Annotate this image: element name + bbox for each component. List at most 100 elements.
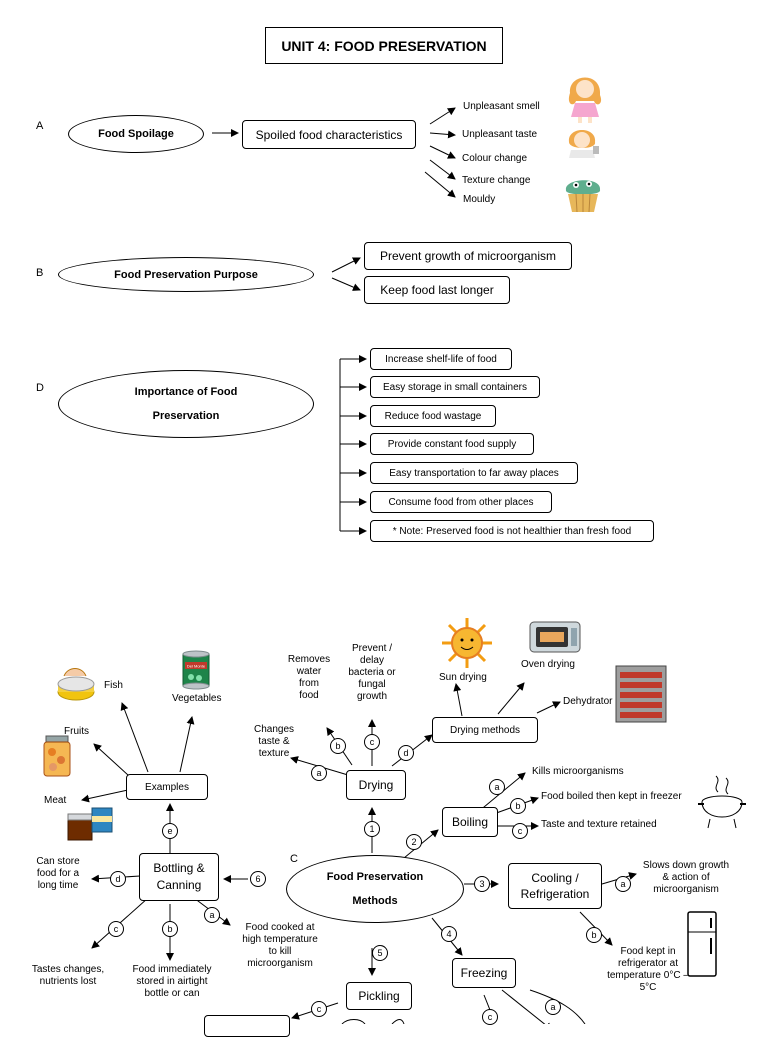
purpose-box: Keep food last longer bbox=[364, 276, 510, 304]
number-marker: 6 bbox=[250, 871, 266, 887]
letter-marker: a bbox=[489, 779, 505, 795]
letter-marker: b bbox=[330, 738, 346, 754]
girl-taste-illustration bbox=[568, 130, 599, 158]
boiling-label: Boiling bbox=[451, 815, 489, 829]
freezing-label: Freezing bbox=[460, 966, 508, 980]
sun-icon bbox=[442, 618, 492, 668]
pickling-label: Pickling bbox=[358, 989, 400, 1003]
dehydrator-label: Dehydrator bbox=[563, 696, 613, 707]
importance-box: Easy transportation to far away places bbox=[370, 462, 578, 484]
text-line: stored in airtight bbox=[136, 976, 208, 987]
examples-box: Examples bbox=[126, 774, 208, 800]
section-c-letter: C bbox=[290, 853, 298, 865]
letter-marker: c bbox=[108, 921, 124, 937]
page-title-text: UNIT 4: FOOD PRESERVATION bbox=[281, 37, 487, 54]
text-line: Food kept in bbox=[620, 946, 676, 957]
text-line: food bbox=[299, 690, 319, 701]
fish-label: Fish bbox=[104, 680, 123, 691]
drying-b-text: Removes water from food bbox=[283, 654, 335, 702]
boiling-box: Boiling bbox=[442, 807, 498, 837]
letter-marker: a bbox=[204, 907, 220, 923]
letter-marker: a bbox=[311, 765, 327, 781]
importance-box: Consume food from other places bbox=[370, 491, 552, 513]
bottling-line2: Canning bbox=[156, 878, 202, 892]
text-line: Food immediately bbox=[132, 964, 212, 975]
text-line: growth bbox=[356, 691, 387, 702]
importance-label-line1: Importance of Food bbox=[134, 386, 238, 398]
drying-methods-box: Drying methods bbox=[432, 717, 538, 743]
food-spoilage-label: Food Spoilage bbox=[98, 128, 174, 140]
letter-marker: d bbox=[110, 871, 126, 887]
refrigerator-icon bbox=[687, 911, 717, 977]
letter-marker: d bbox=[398, 745, 414, 761]
meat-label: Meat bbox=[44, 795, 67, 806]
examples-label: Examples bbox=[145, 781, 189, 793]
letter-marker: c bbox=[311, 1001, 327, 1017]
cooling-box: Cooling / Refrigeration bbox=[508, 863, 602, 909]
pickling-box: Pickling bbox=[346, 982, 412, 1010]
text-line: water bbox=[296, 666, 322, 677]
text-line: refrigerator at bbox=[617, 958, 679, 969]
importance-box: * Note: Preserved food is not healthier … bbox=[370, 520, 654, 542]
letter-marker: b bbox=[510, 798, 526, 814]
spoiled-food-characteristics-label: Spoiled food characteristics bbox=[255, 127, 403, 142]
bottling-a-text: Food cooked at high temperature to kill … bbox=[232, 922, 328, 970]
importance-label: Easy storage in small containers bbox=[383, 381, 527, 393]
bottling-line1: Bottling & bbox=[153, 861, 205, 875]
spoilage-item: Unpleasant taste bbox=[462, 129, 538, 140]
text-line: Prevent / bbox=[351, 643, 393, 654]
drying-box: Drying bbox=[346, 770, 406, 800]
importance-label: Consume food from other places bbox=[388, 496, 534, 508]
number-marker: 4 bbox=[441, 926, 457, 942]
importance-box: Easy storage in small containers bbox=[370, 376, 540, 398]
bottling-d-text: Can store food for a long time bbox=[30, 856, 86, 892]
text-line: from bbox=[299, 678, 319, 689]
text-line: texture bbox=[258, 748, 290, 759]
section-b-letter: B bbox=[36, 267, 44, 279]
page-title: UNIT 4: FOOD PRESERVATION bbox=[265, 27, 503, 64]
cooling-line1: Cooling / bbox=[531, 871, 579, 885]
drying-methods-label: Drying methods bbox=[449, 724, 521, 736]
text-line: Removes bbox=[287, 654, 331, 665]
food-spoilage-oval: Food Spoilage bbox=[68, 115, 204, 153]
text-line: Food cooked at bbox=[245, 922, 315, 933]
spoilage-item: Mouldy bbox=[463, 194, 496, 205]
partial-box bbox=[204, 1015, 290, 1037]
preservation-methods-line1: Food Preservation bbox=[326, 871, 424, 883]
vegetables-label: Vegetables bbox=[172, 693, 222, 704]
letter-marker: c bbox=[364, 734, 380, 750]
can-brand-text: Del Monte bbox=[187, 664, 206, 669]
number-marker: 2 bbox=[406, 834, 422, 850]
importance-label: * Note: Preserved food is not healthier … bbox=[392, 525, 632, 537]
text-line: microorganism bbox=[653, 884, 719, 895]
text-line: high temperature bbox=[242, 934, 318, 945]
letter-marker: a bbox=[545, 999, 561, 1015]
text-line: long time bbox=[37, 880, 79, 891]
letter-marker: b bbox=[586, 927, 602, 943]
number-marker: 3 bbox=[474, 876, 490, 892]
fruits-label: Fruits bbox=[64, 726, 89, 737]
importance-box: Provide constant food supply bbox=[370, 433, 534, 455]
fish-can-icon bbox=[57, 668, 95, 701]
freezing-box: Freezing bbox=[452, 958, 516, 988]
bottling-b-text: Food immediately stored in airtight bott… bbox=[122, 964, 222, 1000]
boiling-b-text: Food boiled then kept in freezer bbox=[541, 791, 682, 802]
importance-label: Increase shelf-life of food bbox=[385, 353, 497, 365]
cooling-a-text: Slows down growth & action of microorgan… bbox=[636, 860, 736, 896]
number-marker: 1 bbox=[364, 821, 380, 837]
letter-marker: c bbox=[482, 1009, 498, 1025]
text-line: Can store bbox=[36, 856, 80, 867]
mouldy-cupcake-illustration bbox=[565, 180, 601, 213]
oven-icon bbox=[529, 621, 581, 653]
text-line: Changes bbox=[253, 724, 295, 735]
text-line: delay bbox=[360, 655, 384, 666]
text-line: Slows down growth bbox=[642, 860, 730, 871]
section-a-letter: A bbox=[36, 120, 44, 132]
importance-label: Provide constant food supply bbox=[387, 438, 517, 450]
text-line: food for a bbox=[36, 868, 80, 879]
purpose-box: Prevent growth of microorganism bbox=[364, 242, 572, 270]
drying-label: Drying bbox=[358, 778, 394, 792]
number-marker: 5 bbox=[372, 945, 388, 961]
boiling-c-text: Taste and texture retained bbox=[541, 819, 657, 830]
